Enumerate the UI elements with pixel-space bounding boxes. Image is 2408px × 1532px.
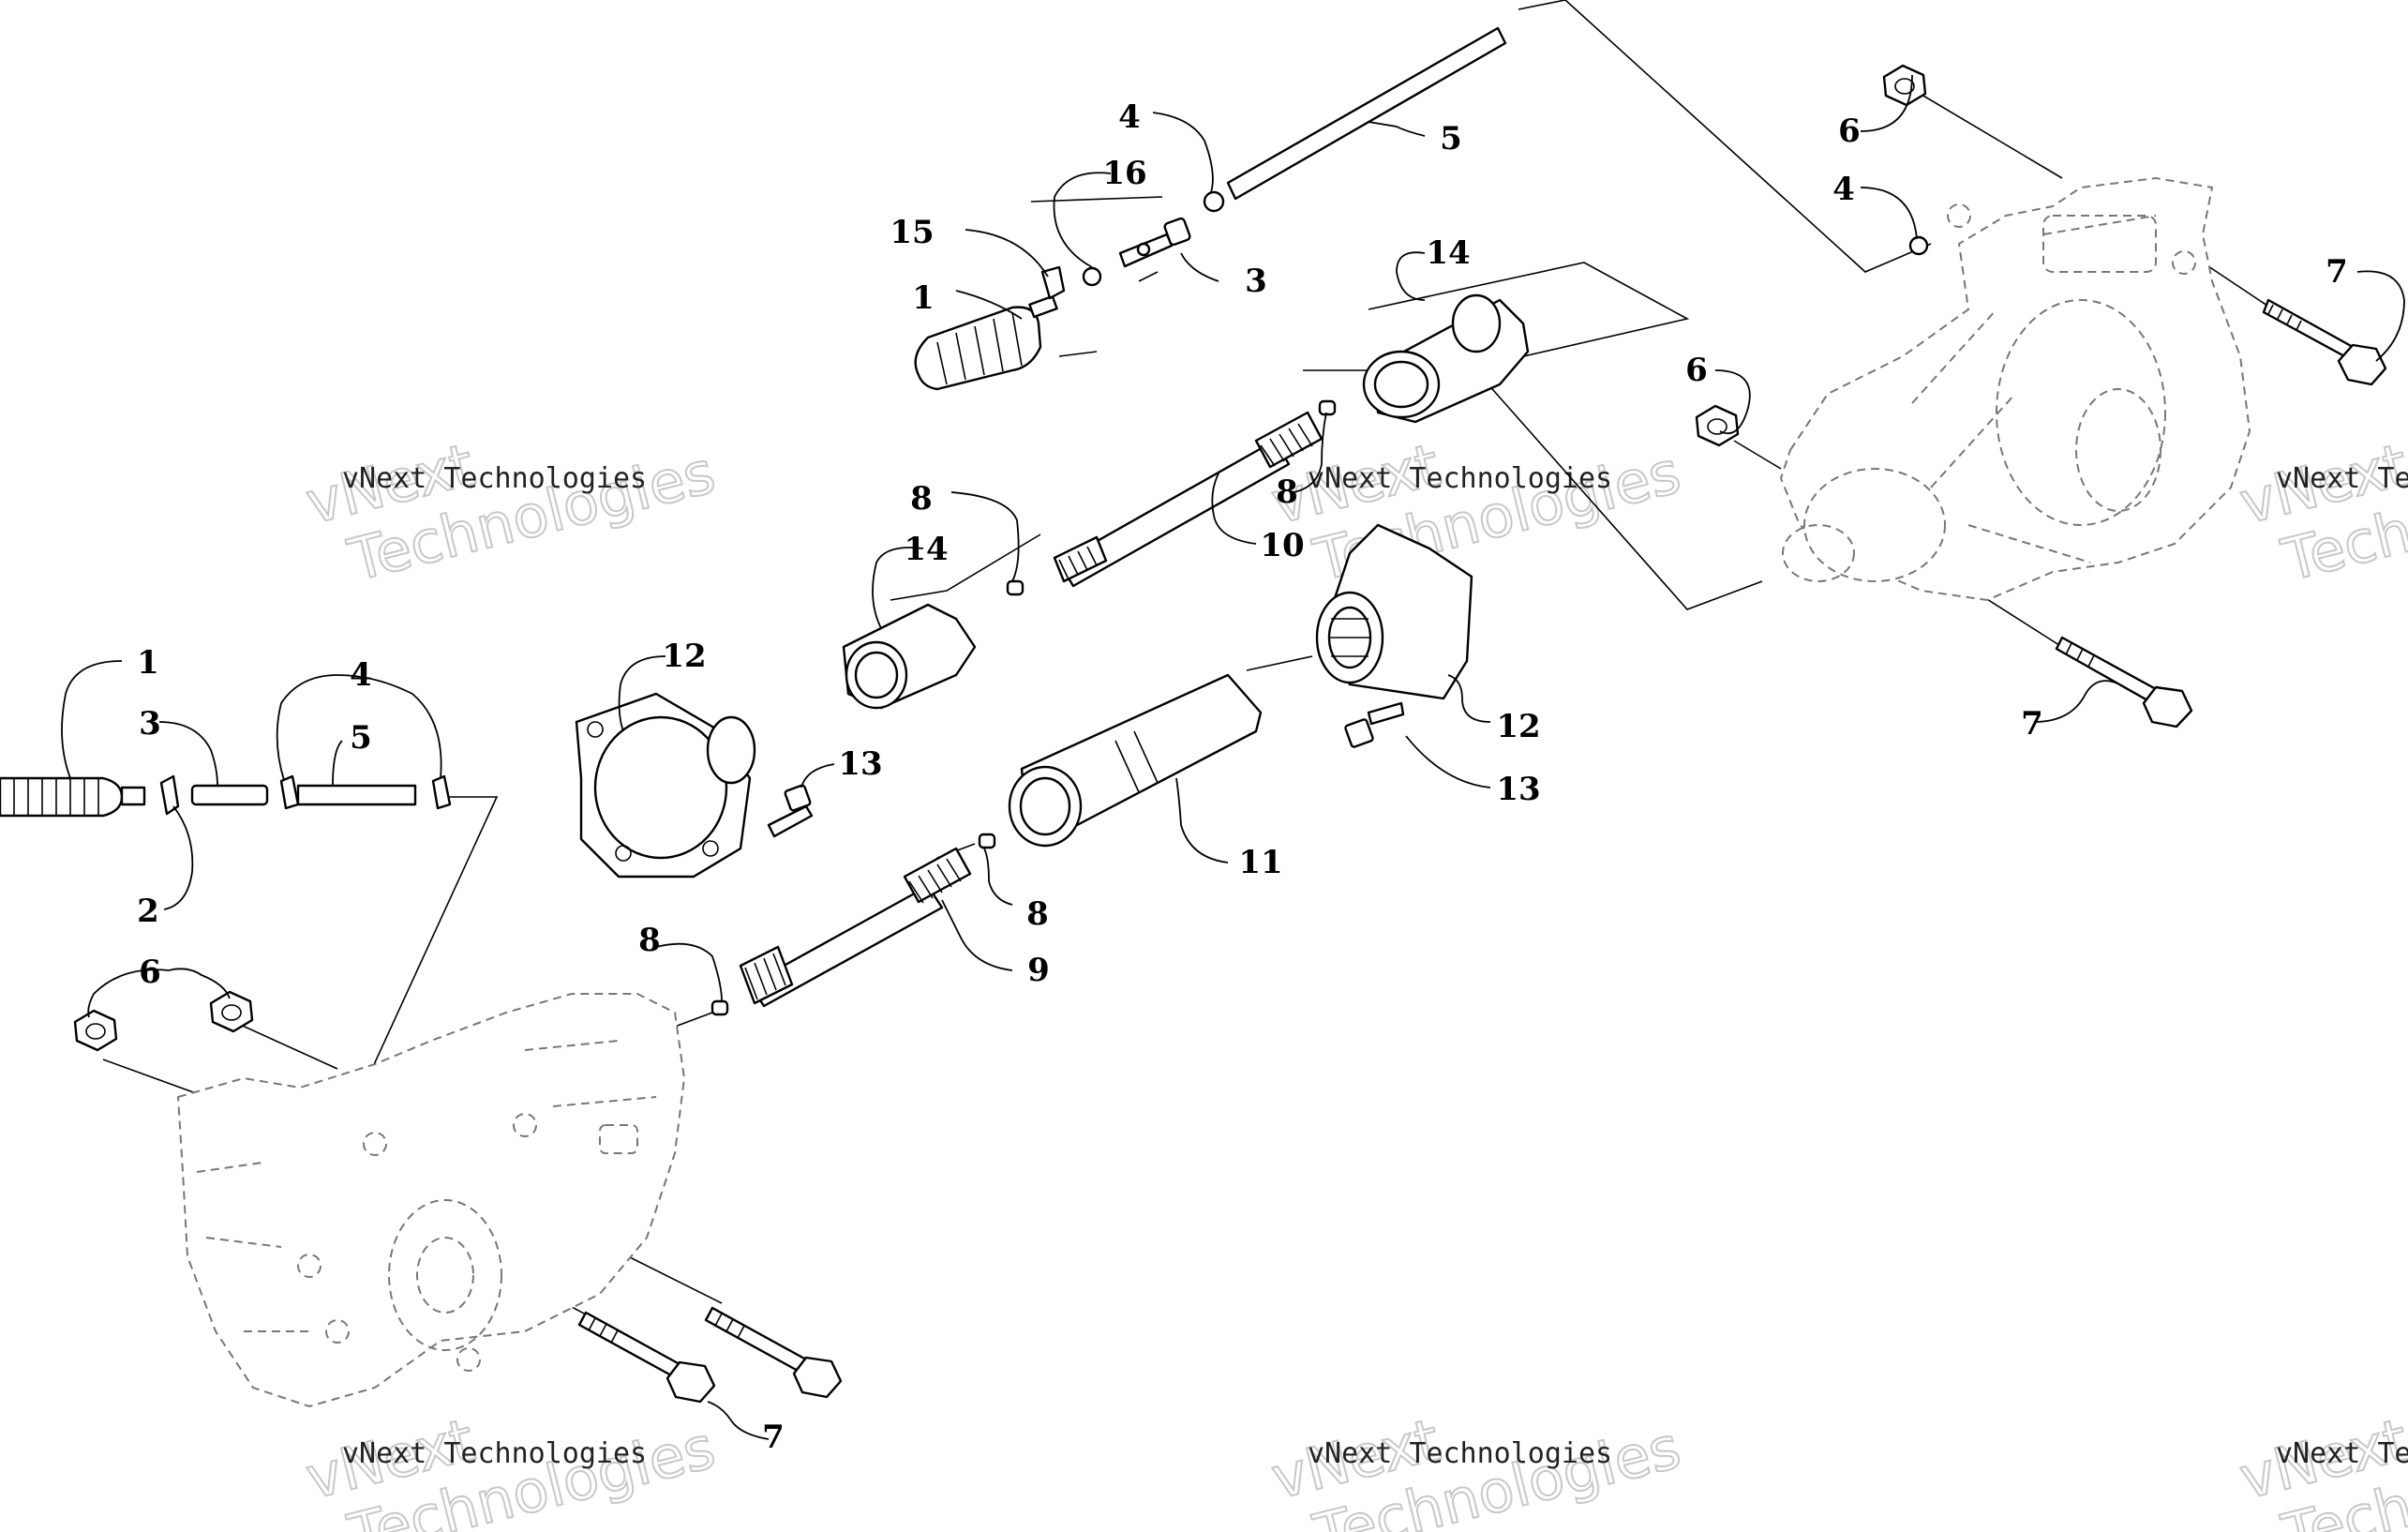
assembly-line-nut6a [1911, 88, 2063, 179]
callout-15-clip: 15 [890, 214, 934, 251]
callout-7-bolt-mid-right: 7 [2021, 705, 2043, 743]
callout-3-coupler-left: 3 [139, 705, 161, 743]
callout-4-clamp-upper: 4 [1118, 98, 1141, 136]
callout-4-clamp-left: 4 [350, 656, 372, 694]
callout-4-clamp-right: 4 [1832, 171, 1855, 208]
assembly-line-lower [1471, 365, 1763, 610]
assembly-line-boot [1058, 351, 1098, 357]
callout-1-boot-upper: 1 [912, 279, 935, 317]
bolt-7-bottom-a [577, 1311, 716, 1404]
bolt-13-right [1344, 701, 1405, 748]
callout-6-nut-left: 6 [139, 954, 161, 991]
assembly-line-tube-to-case [365, 796, 499, 1084]
callout-8-bushing-a: 8 [910, 480, 933, 518]
callout-6-nut-mid-right: 6 [1685, 352, 1708, 389]
coupler-3-upper [1118, 217, 1191, 268]
callout-2-clamp: 2 [137, 893, 159, 930]
assembly-line-shaft-to-case [674, 1012, 713, 1028]
watermark-4: vNext Technologies vNext Technologies [298, 1404, 722, 1532]
watermark-text: vNext Technologies [1308, 462, 1612, 495]
callout-14-coupler-upper: 14 [1426, 234, 1470, 272]
callout-12-flange-right: 12 [1496, 708, 1540, 745]
callout-14-coupler-lower: 14 [904, 531, 948, 568]
watermark-text: vNext Technologies [342, 462, 647, 495]
bolt-7-bottom-b [704, 1306, 843, 1399]
shaft-10 [1053, 411, 1324, 588]
watermark-3: vNext Technologies vNext Technologies [2232, 429, 2408, 596]
callout-9-shaft: 9 [1027, 952, 1050, 989]
boot-upper [914, 294, 1058, 391]
callout-1-boot-left: 1 [137, 644, 159, 682]
assembly-line-nut6c [102, 1059, 207, 1098]
clamp-4-left-a [279, 774, 300, 810]
assembly-line-cap-shaft [890, 533, 1041, 601]
gear-case-upper-right [1779, 176, 2251, 602]
callout-12-bearing-cap-left: 12 [662, 638, 706, 675]
callout-6-nut-top-right: 6 [1838, 113, 1861, 150]
bolt-7-top-right [2262, 298, 2387, 386]
watermark-text: vNext Technologies [2276, 462, 2408, 495]
tube-5-upper [1226, 26, 1507, 201]
bolt-7-mid-right [2055, 636, 2193, 728]
clamp-4-upper [1203, 190, 1225, 213]
leader-lines [61, 74, 2405, 1440]
callout-5-tube-left: 5 [350, 719, 372, 757]
callout-3-coupler-upper: 3 [1245, 263, 1267, 300]
callout-11-tube: 11 [1238, 844, 1282, 881]
clamp-4-right [1908, 235, 1929, 256]
watermark-text: vNext Technologies [2276, 1437, 2408, 1470]
coupler-14-lower [842, 603, 977, 710]
assembly-line-tube-to-gearcase [1518, 0, 1932, 273]
watermark-text: vNext Technologies [342, 1437, 647, 1470]
gear-case-lower-left [176, 993, 686, 1408]
callout-8-bushing-d: 8 [638, 922, 661, 959]
coupler-14-upper [1362, 293, 1530, 424]
bearing-flange-12-right [1315, 523, 1473, 700]
callout-labels: 1 15 16 4 5 3 14 8 10 8 14 12 13 12 13 1… [137, 98, 2348, 1456]
bushing-8c [978, 833, 996, 849]
bushing-8d [710, 999, 729, 1016]
assembly-line-cap-to-shaft [1030, 196, 1163, 203]
nut-6-top-right [1882, 64, 1927, 107]
callout-8-bushing-b: 8 [1276, 473, 1298, 511]
callout-8-bushing-c: 8 [1026, 895, 1049, 933]
callout-10-shaft: 10 [1260, 527, 1304, 564]
tube-11 [1008, 673, 1263, 848]
assembly-line-nut6d [233, 1021, 338, 1070]
bearing-cap-12-left [575, 692, 756, 879]
watermark-1: vNext Technologies vNext Technologies [298, 429, 722, 596]
callout-16-clamp: 16 [1102, 155, 1146, 192]
tube-5-left [296, 784, 417, 806]
boot-left [0, 776, 146, 818]
callout-13-bolt-right: 13 [1496, 771, 1540, 808]
nut-6-left-b [209, 990, 254, 1033]
shaft-9 [739, 847, 972, 1008]
bushing-8a [1318, 399, 1337, 416]
nut-6-mid-right [1695, 404, 1740, 447]
watermark-text: vNext Technologies [1308, 1437, 1612, 1470]
bolt-13-left [767, 784, 814, 838]
clamp-2 [159, 774, 180, 816]
nut-6-left-a [73, 1009, 118, 1052]
callout-7-bolt-top-right: 7 [2326, 253, 2348, 291]
clamp-4-left-b [431, 774, 452, 810]
callout-13-bolt-left: 13 [838, 745, 882, 783]
coupler-3-left [190, 784, 269, 806]
callout-5-tube-upper: 5 [1440, 120, 1462, 158]
assembly-line-flange-to-tube [1246, 655, 1313, 671]
watermark-6: vNext Technologies vNext Technologies [2232, 1404, 2408, 1532]
bushing-8b [1006, 579, 1025, 596]
watermark-2: vNext Technologies vNext Technologies [1264, 429, 1687, 596]
watermark-5: vNext Technologies vNext Technologies [1264, 1404, 1687, 1532]
clamp-16 [1082, 266, 1102, 287]
callout-7-bolt-bottom: 7 [762, 1419, 785, 1456]
assembly-line-nut [1138, 271, 1159, 282]
assembly-line-nut6b [1733, 440, 1782, 470]
